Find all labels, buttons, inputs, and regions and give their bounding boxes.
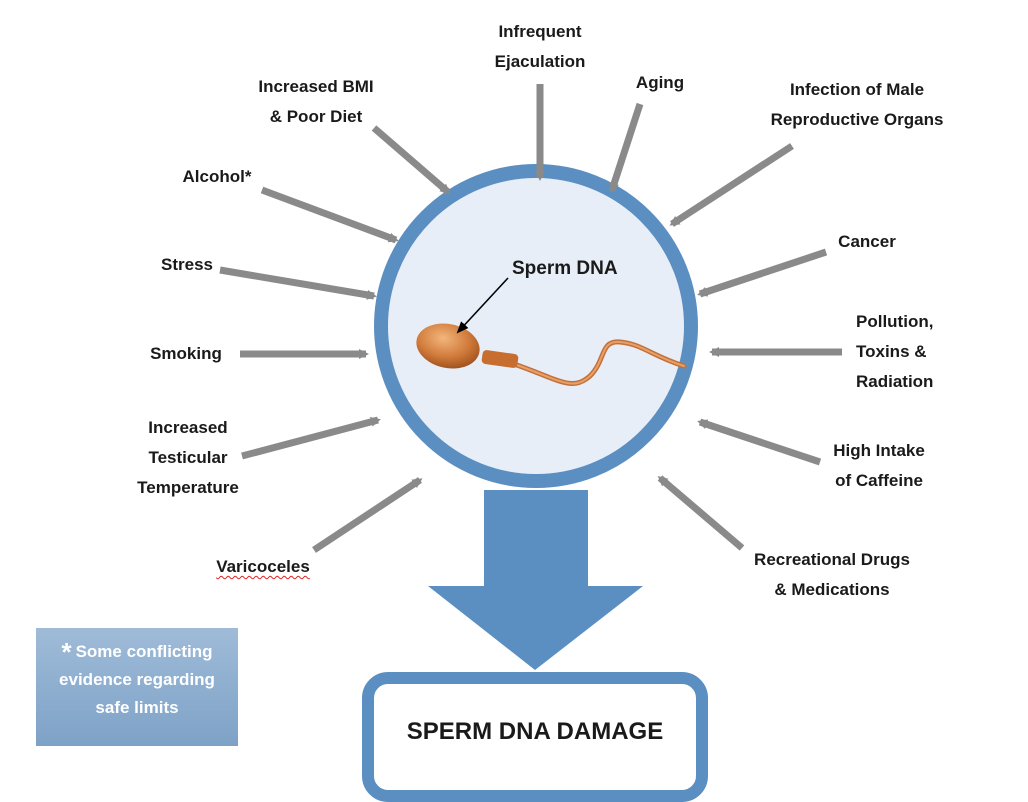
label-infrequent-ejaculation: Infrequent Ejaculation [494, 22, 586, 71]
outcome-label: SPERM DNA DAMAGE [406, 718, 664, 745]
arrow-varicoceles [312, 477, 423, 553]
arrow-drugs [657, 475, 745, 551]
label-testicular-temperature: Increased Testicular Temperature [137, 418, 239, 497]
arrow-cancer [697, 248, 828, 298]
label-smoking: Smoking [150, 344, 222, 363]
big-down-arrow [428, 490, 643, 670]
arrow-caffeine [697, 418, 822, 466]
sperm-dna-pointer [456, 277, 509, 334]
arrow-testicular-temp [241, 416, 381, 460]
arrow-alcohol [260, 186, 399, 244]
label-recreational-drugs: Recreational Drugs & Medications [754, 550, 910, 599]
asterisk-icon: * [61, 637, 72, 667]
arrow-infection [669, 143, 794, 227]
arrow-stress [219, 266, 377, 300]
label-caffeine: High Intake of Caffeine [833, 441, 925, 490]
label-infection: Infection of Male Reproductive Organs [770, 80, 944, 129]
label-increased-bmi: Increased BMI & Poor Diet [258, 77, 374, 126]
label-pollution: Pollution, Toxins & Radiation [856, 312, 934, 391]
diagram-canvas [219, 84, 842, 670]
label-alcohol: Alcohol* [182, 167, 252, 186]
note-text: Some conflicting evidence regarding safe… [59, 642, 215, 717]
sperm-illustration [416, 323, 687, 386]
center-circle [374, 164, 698, 488]
label-aging: Aging [635, 73, 685, 92]
arrow-aging [608, 102, 644, 193]
sperm-dna-label: Sperm DNA [512, 258, 618, 279]
label-cancer: Cancer [838, 232, 896, 251]
label-stress: Stress [161, 255, 213, 274]
conflicting-evidence-note: *Some conflicting evidence regarding saf… [36, 628, 238, 746]
label-varicoceles: Varicoceles [216, 557, 310, 576]
arrow-bmi [371, 125, 451, 195]
